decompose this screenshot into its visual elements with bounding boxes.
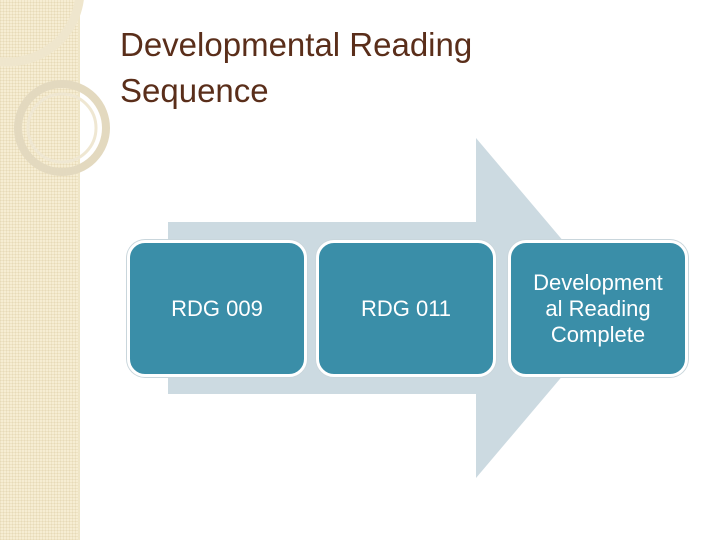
step-box-rdg-011: RDG 011 [316, 240, 496, 377]
step-label: RDG 011 [360, 295, 452, 321]
step-label: RDG 009 [171, 295, 263, 321]
step-box-complete: Development al Reading Complete [508, 240, 688, 377]
step-box-rdg-009: RDG 009 [127, 240, 307, 377]
step-label: Development al Reading Complete [533, 269, 663, 347]
decorative-rings-icon [0, 0, 110, 176]
slide-title: Developmental Reading Sequence [120, 26, 473, 109]
sidebar-edge [78, 0, 80, 540]
